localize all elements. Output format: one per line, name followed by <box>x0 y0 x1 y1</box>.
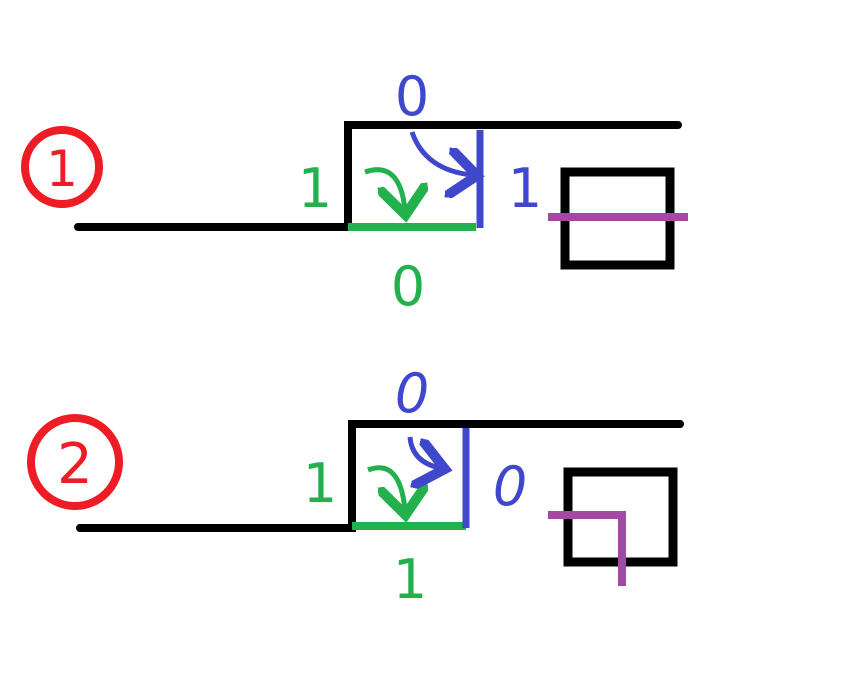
diagram-1: 1 0 1 1 0 <box>21 65 688 318</box>
diagram-2: 2 0 1 0 1 <box>27 362 684 611</box>
step-number: 2 <box>57 432 93 497</box>
bottom-label: 0 <box>391 255 425 318</box>
step-badge-2: 2 <box>27 414 123 510</box>
purple-line <box>548 511 626 586</box>
left-label: 1 <box>303 452 337 515</box>
blue-arrow-icon <box>409 131 472 175</box>
right-label: 1 <box>508 157 542 220</box>
step-number: 1 <box>46 140 78 198</box>
green-arrow-icon <box>364 167 405 210</box>
red-circle <box>27 414 123 510</box>
blue-arrow-icon <box>407 436 440 468</box>
step-edge <box>74 121 682 231</box>
bottom-label: 1 <box>393 548 427 611</box>
red-circle <box>21 126 103 208</box>
top-label: 0 <box>395 65 429 128</box>
top-label: 0 <box>395 362 429 425</box>
right-label: 0 <box>493 455 527 518</box>
step-edge <box>76 420 684 532</box>
green-arrow-icon <box>367 465 405 510</box>
left-label: 1 <box>298 157 332 220</box>
step-badge-1: 1 <box>21 126 103 208</box>
